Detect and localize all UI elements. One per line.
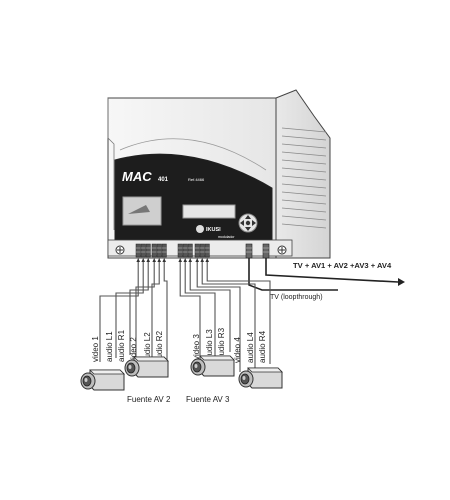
ground-icon — [277, 245, 287, 255]
input-cable — [99, 262, 139, 362]
rf-connector-loop[interactable] — [245, 243, 253, 259]
input-cable — [179, 262, 201, 360]
cable-label: video 3 — [192, 334, 201, 360]
device-housing: MAC 401 Ref.4466 IKUSI modulador — [107, 89, 331, 259]
cable-label: audio L3 — [205, 329, 214, 360]
input-cable — [151, 262, 160, 366]
cable-label: audio L4 — [246, 332, 255, 363]
camera-icon — [124, 356, 169, 378]
input-connector[interactable] — [140, 243, 146, 262]
cable-label: audio R2 — [155, 330, 164, 363]
av-sources — [80, 355, 283, 391]
input-connector[interactable] — [177, 243, 183, 262]
dpad-icon[interactable] — [238, 213, 258, 233]
cable-label: audio L2 — [143, 332, 152, 363]
input-connector[interactable] — [135, 243, 141, 262]
camera-icon — [190, 355, 235, 377]
input-connector[interactable] — [151, 243, 157, 262]
input-cable — [135, 262, 155, 370]
input-cable — [163, 262, 168, 363]
cable-label: video 4 — [233, 337, 242, 363]
cable-label: audio R3 — [217, 327, 226, 360]
input-cable — [129, 262, 149, 355]
lcd-display — [182, 204, 236, 219]
rf-connector-main[interactable] — [262, 243, 270, 259]
heatsink-fins — [281, 127, 327, 229]
input-connector[interactable] — [156, 243, 162, 262]
output-arrowhead — [398, 278, 405, 286]
source-label-av2: Fuente AV 2 — [127, 395, 171, 404]
model-suffix: 401 — [158, 177, 169, 183]
input-cable — [196, 262, 241, 372]
input-cable — [201, 262, 256, 368]
cable-label: video 2 — [129, 337, 138, 363]
camera-icon — [80, 369, 125, 391]
input-connector[interactable] — [145, 243, 151, 262]
brand-name: IKUSI — [206, 227, 221, 233]
cable-label: audio R1 — [117, 329, 126, 362]
ground-icon — [115, 245, 125, 255]
model-name: MAC — [122, 169, 152, 184]
input-cables — [99, 262, 271, 372]
input-connector[interactable] — [182, 243, 188, 262]
output-main-label: TV + AV1 + AV2 +AV3 + AV4 — [293, 261, 392, 270]
model-ref: Ref.4466 — [188, 177, 205, 182]
input-connector[interactable] — [194, 243, 200, 262]
cable-label: video 1 — [91, 336, 100, 362]
input-connector[interactable] — [187, 243, 193, 262]
output-cable-main — [265, 258, 399, 283]
brand-logo-icon — [196, 225, 204, 233]
input-connector[interactable] — [161, 243, 167, 262]
source-label-av3: Fuente AV 3 — [186, 395, 230, 404]
camera-icon — [238, 367, 283, 389]
input-connector[interactable] — [199, 243, 205, 262]
cable-label: audio L1 — [105, 331, 114, 362]
cable-label: audio R4 — [258, 330, 267, 363]
input-cable — [184, 262, 216, 356]
brand-subtext: modulador — [218, 235, 235, 239]
input-cable — [206, 262, 271, 364]
input-connectors — [135, 243, 210, 262]
output-loop-label: TV (loopthrough) — [270, 294, 323, 301]
input-cable — [189, 262, 231, 352]
input-connector[interactable] — [204, 243, 210, 262]
